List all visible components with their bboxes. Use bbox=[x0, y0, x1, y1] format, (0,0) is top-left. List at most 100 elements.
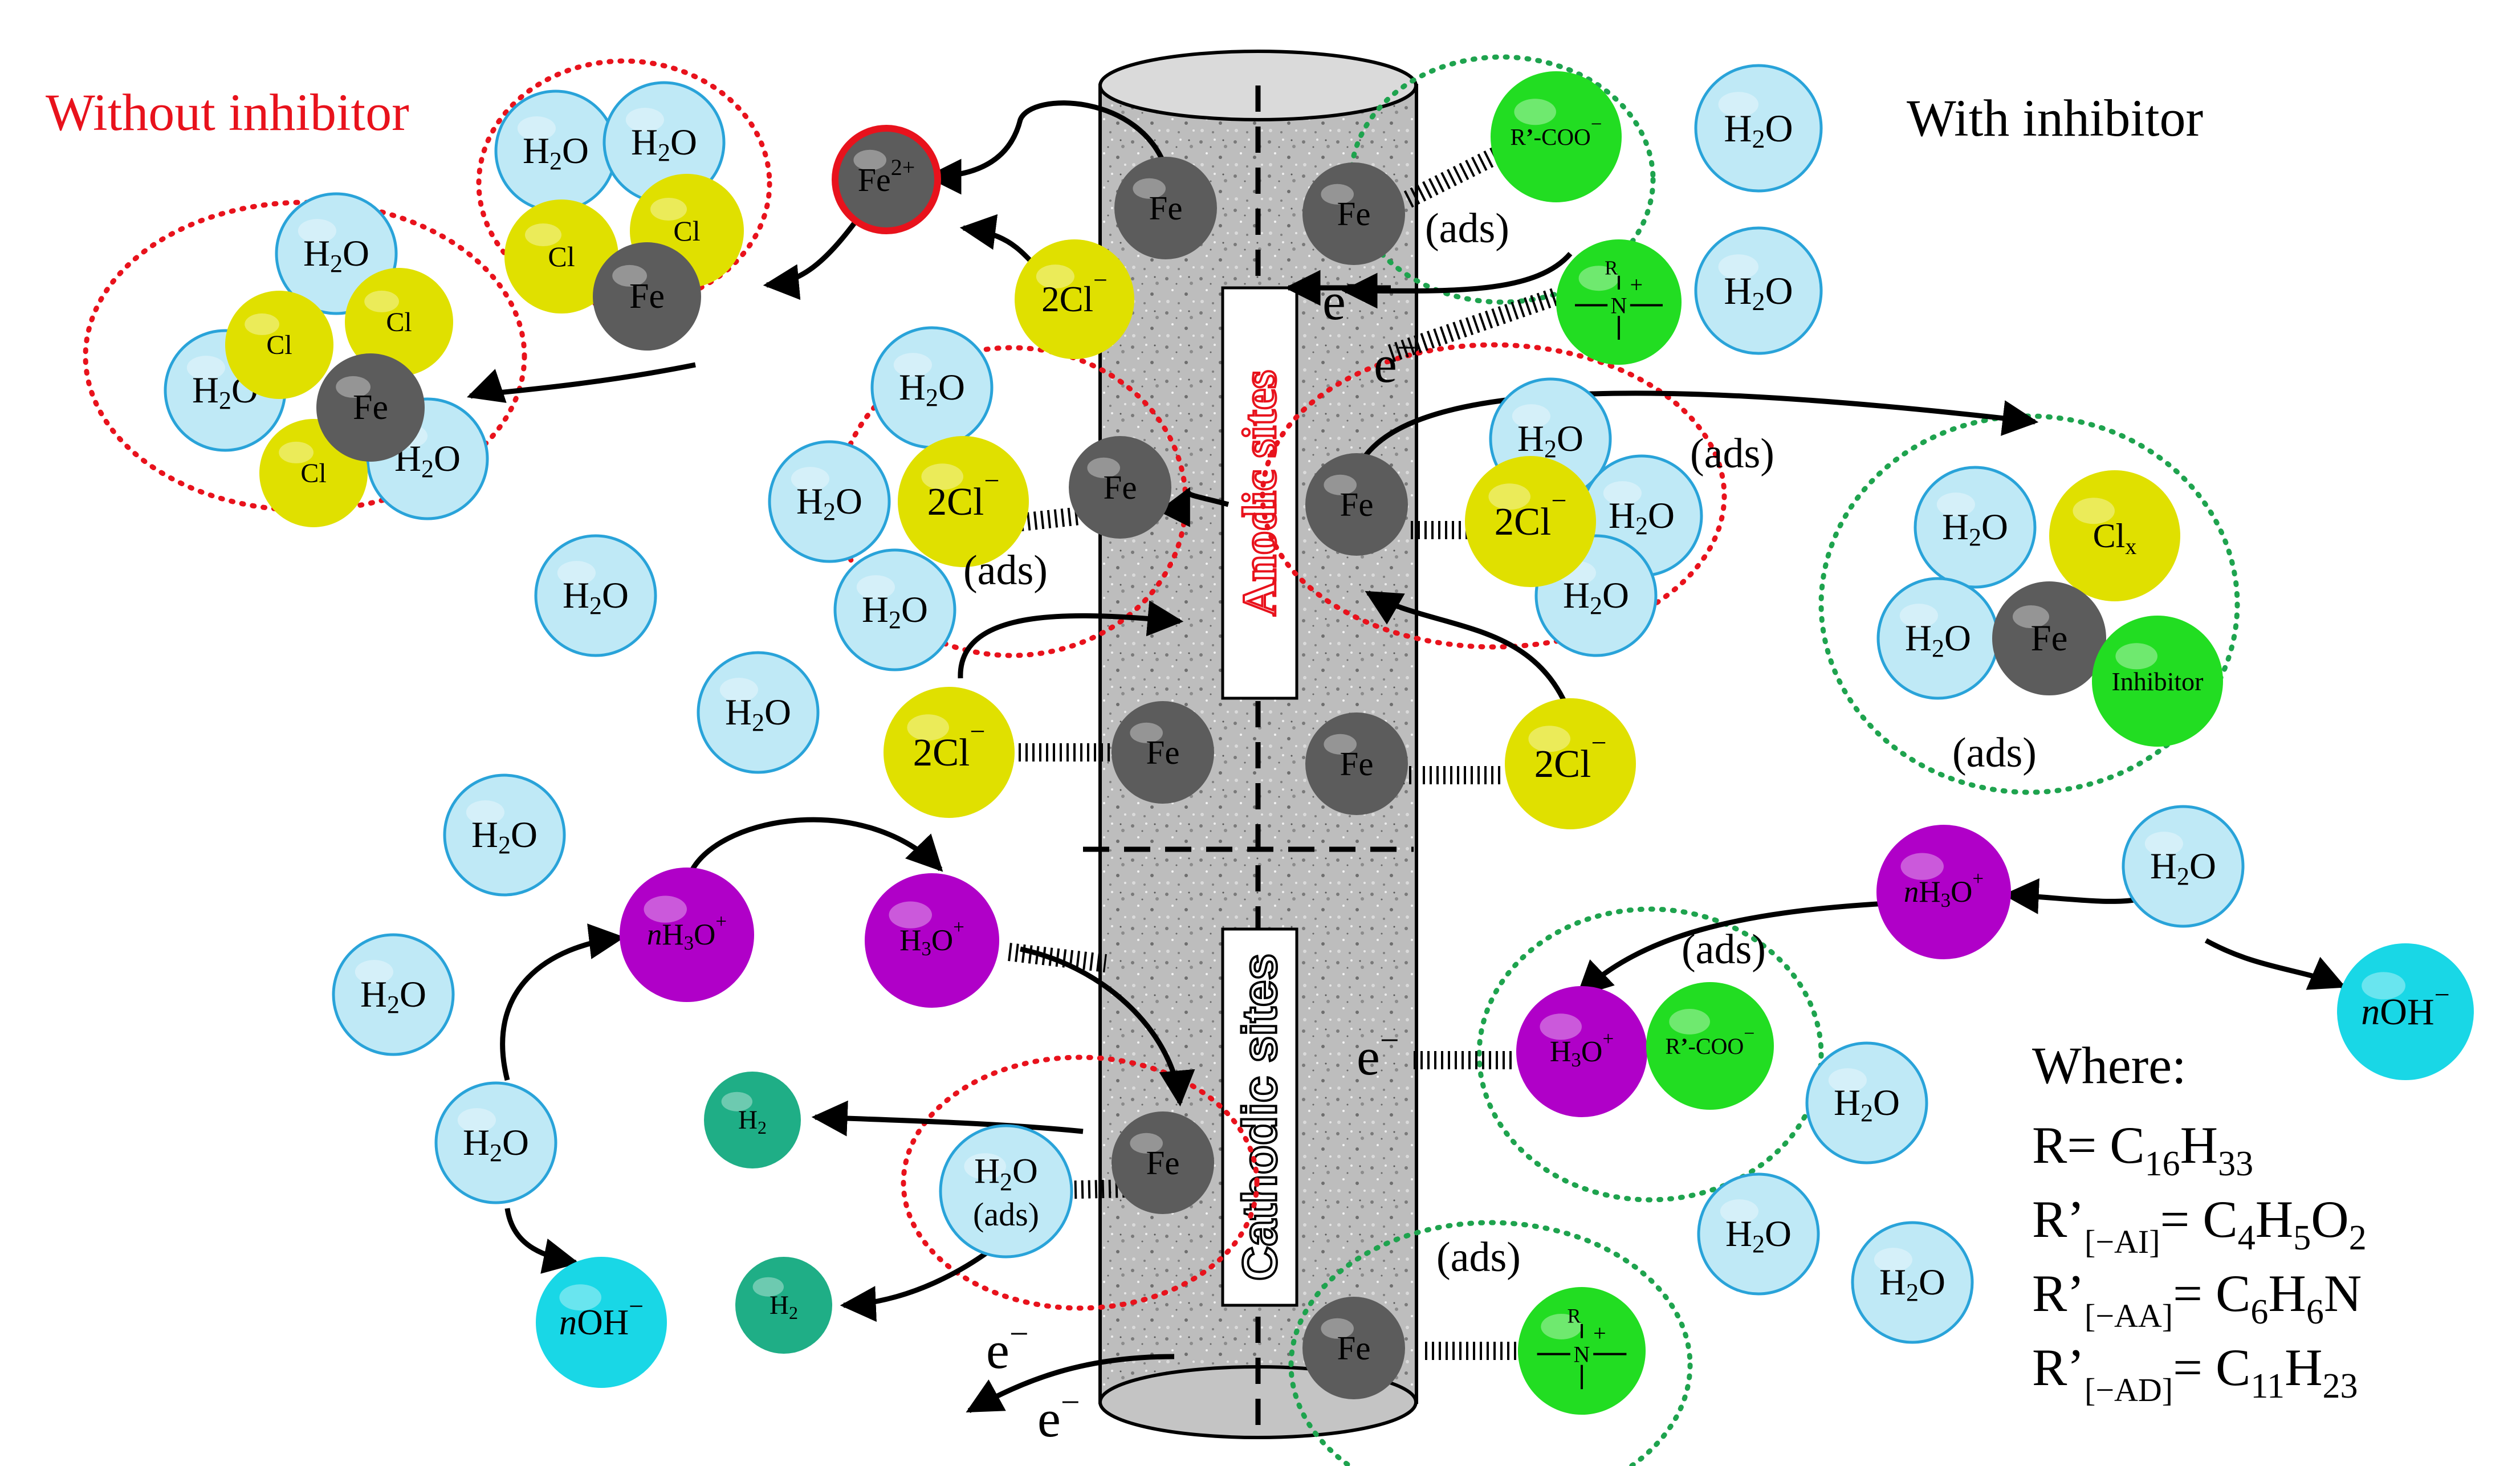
svg-text:H2O: H2O bbox=[796, 481, 862, 526]
legend-ad: R’[−AD]= C11H23 bbox=[2032, 1338, 2358, 1408]
svg-text:H2O: H2O bbox=[862, 589, 928, 634]
red-cluster-outline bbox=[1260, 342, 1727, 650]
water-molecule: H2O bbox=[1694, 64, 1823, 193]
svg-text:R: R bbox=[1568, 1304, 1581, 1327]
chloride-ion: Cl bbox=[504, 199, 618, 313]
water-molecule: H2O bbox=[443, 773, 566, 897]
svg-text:Fe: Fe bbox=[1149, 189, 1183, 227]
arrow-fe-to-fe2 bbox=[925, 100, 1169, 195]
anodic-sites-label: Anodic sites bbox=[1221, 286, 1298, 700]
red-cluster-outline bbox=[476, 58, 772, 309]
svg-text:+: + bbox=[1593, 1320, 1606, 1346]
svg-text:2Cl−: 2Cl− bbox=[1534, 728, 1607, 786]
water-molecule: H2O bbox=[697, 651, 820, 774]
svg-text:H2O: H2O bbox=[725, 692, 791, 736]
adsorbed-water: H2O(ads) bbox=[939, 1124, 1073, 1259]
inhibitor-molecule: Inhibitor bbox=[2092, 616, 2223, 747]
arrow-cluster-to-fecl4 bbox=[467, 362, 696, 404]
iron-atom: Fe bbox=[593, 242, 701, 351]
svg-text:+: + bbox=[1630, 272, 1643, 298]
svg-text:R: R bbox=[1605, 256, 1618, 279]
water-molecule: H2O bbox=[1694, 226, 1823, 355]
iron-atom: Fe bbox=[1305, 712, 1408, 815]
svg-text:H2O: H2O bbox=[974, 1152, 1038, 1196]
hydrogen-molecule: H2 bbox=[735, 1257, 832, 1354]
arrow-h3o-arc bbox=[690, 817, 943, 872]
svg-text:Anodic sites: Anodic sites bbox=[1233, 370, 1287, 616]
arrow-h2o-to-h3o bbox=[500, 923, 625, 1081]
hydronium-ion: H3O+ bbox=[1516, 986, 1647, 1117]
svg-text:H2O: H2O bbox=[1905, 618, 1971, 662]
electron-label: e− bbox=[1037, 1383, 1080, 1448]
hydrogen-molecule: H2 bbox=[704, 1072, 801, 1168]
svg-text:Fe: Fe bbox=[1146, 734, 1180, 771]
svg-text:H2O: H2O bbox=[471, 815, 538, 859]
ads-label: (ads) bbox=[1952, 730, 2037, 776]
heading-without-inhibitor: Without inhibitor bbox=[46, 83, 409, 141]
water-molecule: H2O bbox=[870, 326, 994, 449]
ammonium-inhibitor: RN+ bbox=[1556, 239, 1682, 365]
svg-text:H2O: H2O bbox=[1725, 1213, 1792, 1258]
arrow-cl-to-fe-right bbox=[1365, 591, 1576, 725]
hydronium-ion: H3O+ bbox=[865, 873, 999, 1008]
ammonium-inhibitor: RN+ bbox=[1518, 1287, 1646, 1415]
arrow-h3o-to-fe bbox=[1020, 946, 1195, 1107]
svg-text:H2O: H2O bbox=[360, 974, 426, 1019]
legend-ai: R’[−AI]= C4H5O2 bbox=[2032, 1190, 2367, 1260]
ads-label: (ads) bbox=[1682, 926, 1766, 973]
svg-text:Fe2+: Fe2+ bbox=[858, 154, 915, 198]
iron-atom: Fe bbox=[1305, 453, 1408, 556]
svg-text:H2O: H2O bbox=[303, 233, 369, 278]
iron-atom: Fe bbox=[1112, 701, 1214, 804]
iron-atom: Fe bbox=[316, 353, 425, 462]
svg-text:Cathodic sites: Cathodic sites bbox=[1233, 954, 1287, 1281]
svg-text:Cl: Cl bbox=[266, 330, 292, 360]
svg-text:2Cl−: 2Cl− bbox=[1495, 486, 1567, 544]
svg-text:nH3O+: nH3O+ bbox=[647, 910, 727, 954]
legend-r: R= C16H33 bbox=[2032, 1116, 2253, 1183]
svg-text:H2O: H2O bbox=[631, 122, 697, 166]
water-molecule: H2O bbox=[332, 933, 455, 1056]
water-molecule: H2O bbox=[602, 81, 726, 204]
hydronium-ions: nH3O+ bbox=[1876, 825, 2011, 959]
water-molecule: H2O bbox=[768, 440, 891, 563]
svg-text:H2O: H2O bbox=[1942, 507, 2008, 551]
svg-text:Fe: Fe bbox=[2031, 618, 2068, 659]
water-molecule: H2O bbox=[1697, 1172, 1820, 1296]
svg-text:R’-COO−: R’-COO− bbox=[1511, 113, 1602, 150]
arrow-h2o-to-oh bbox=[504, 1208, 580, 1274]
electron-labels: e− e− e− e− e− bbox=[986, 266, 1416, 1448]
iron-atom: Fe bbox=[1992, 581, 2106, 695]
hydroxide-ions: nOH− bbox=[536, 1257, 667, 1388]
ads-labels: (ads) (ads) (ads) (ads) (ads) (ads) bbox=[963, 205, 2037, 1281]
water-molecule: H2O bbox=[833, 548, 956, 671]
chloride-cluster: Clx bbox=[2049, 470, 2180, 601]
water-molecule: H2O bbox=[1805, 1041, 1928, 1164]
arrow-water-to-oh bbox=[2204, 938, 2346, 990]
svg-text:R’-COO−: R’-COO− bbox=[1666, 1023, 1755, 1059]
svg-text:H2: H2 bbox=[770, 1290, 798, 1323]
carboxylate-inhibitor: R’-COO− bbox=[1646, 982, 1774, 1110]
electron-label: e− bbox=[1374, 329, 1416, 393]
svg-text:H2O: H2O bbox=[2150, 846, 2216, 890]
green-cluster-outline bbox=[1288, 1220, 1693, 1466]
iron-atom: Fe bbox=[1112, 1111, 1214, 1214]
water-molecule: H2O bbox=[1876, 577, 2000, 700]
svg-text:2Cl−: 2Cl− bbox=[927, 466, 1000, 524]
chloride-ion: Cl bbox=[225, 291, 333, 399]
svg-text:H2O: H2O bbox=[1724, 107, 1793, 153]
legend: Where: R= C16H33 R’[−AI]= C4H5O2 R’[−AA]… bbox=[2032, 1036, 2367, 1408]
arrow-e-outward bbox=[1341, 252, 1573, 309]
svg-text:Fe: Fe bbox=[353, 388, 388, 427]
svg-text:H3O+: H3O+ bbox=[899, 916, 964, 960]
svg-text:H3O+: H3O+ bbox=[1550, 1028, 1614, 1071]
chloride-ion-pair: 2Cl− bbox=[884, 687, 1015, 818]
svg-text:Cl: Cl bbox=[673, 215, 700, 247]
svg-text:2Cl−: 2Cl− bbox=[913, 716, 986, 775]
svg-text:H2O: H2O bbox=[1517, 418, 1583, 463]
chloride-ion-pair: 2Cl− bbox=[1015, 239, 1134, 359]
svg-text:H2O: H2O bbox=[1563, 575, 1629, 620]
svg-text:H2: H2 bbox=[738, 1105, 767, 1138]
water-molecule: H2O bbox=[434, 1081, 557, 1204]
